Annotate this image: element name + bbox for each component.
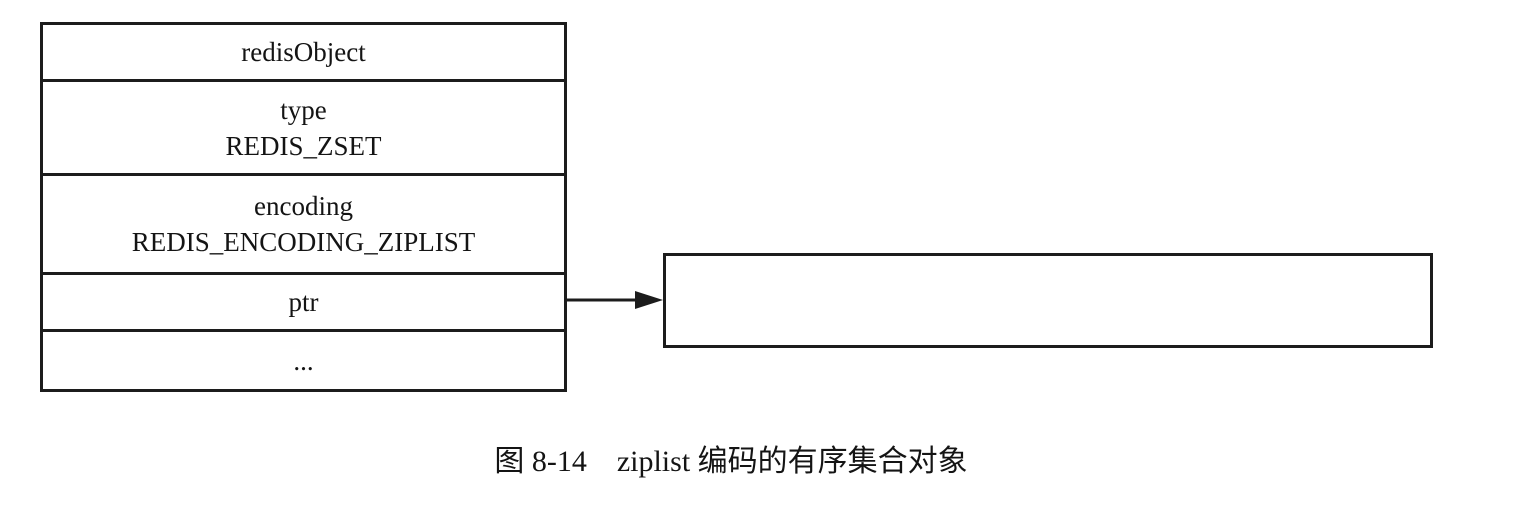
encoding-field-label: encoding [254, 191, 353, 221]
encoding-field-value: REDIS_ENCODING_ZIPLIST [131, 227, 476, 257]
row-type: type REDIS_ZSET [43, 79, 564, 173]
caption-row: 图 8-14 ziplist 编码的有序集合对象 [0, 442, 1462, 482]
ptr-field-label: ptr [288, 287, 319, 317]
redisobject-label: redisObject [241, 37, 366, 67]
row-encoding: encoding REDIS_ENCODING_ZIPLIST [43, 173, 564, 272]
redis-object-struct: redisObject type REDIS_ZSET encoding RED… [40, 22, 567, 392]
ziplist-empty-box [663, 253, 1433, 348]
ellipsis-label: ... [293, 345, 314, 376]
type-field-label: type [280, 94, 327, 125]
type-field-value: REDIS_ZSET [225, 130, 382, 161]
row-ellipsis: ... [43, 329, 564, 389]
row-ptr: ptr [43, 272, 564, 329]
arrow-head [635, 291, 663, 309]
figure-caption: 图 8-14 ziplist 编码的有序集合对象 [494, 445, 968, 478]
ptr-arrow [565, 291, 663, 309]
row-redisobject: redisObject [43, 25, 564, 79]
